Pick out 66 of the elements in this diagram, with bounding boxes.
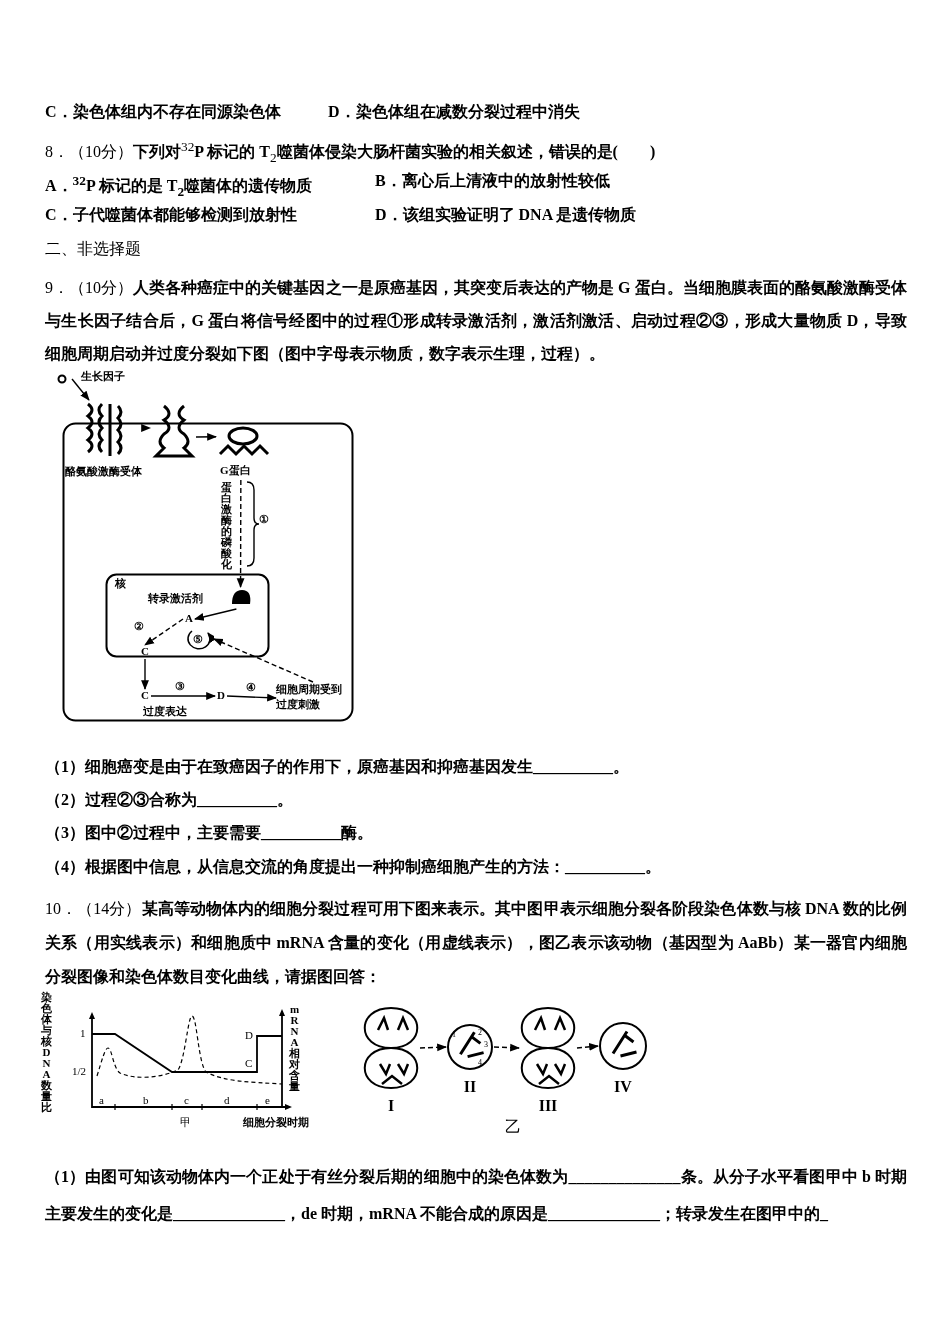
node-caption: 过度表达	[143, 705, 187, 718]
edge-label: ④	[245, 681, 256, 694]
answer-option: D．该组实验证明了 DNA 是遗传物质	[375, 205, 637, 225]
node-label: G蛋白	[220, 464, 251, 477]
arrow	[141, 424, 151, 432]
tick-label: 1/2	[72, 1065, 87, 1078]
roman-numeral: II	[462, 1077, 478, 1097]
chromosome-number: 4	[478, 1058, 482, 1067]
axis-label: 细胞分裂时期	[243, 1116, 309, 1129]
node-label: ⑤	[193, 633, 203, 646]
arrow	[195, 433, 217, 441]
period-label: c	[184, 1094, 189, 1107]
question-text: 10．（14分）某高等动物体内的细胞分裂过程可用下图来表示。其中图甲表示细胞分裂各阶段染色体数与核 DNA 数的比例关系（用实线表示）和细胞质中 mRNA 含量的变化（用虚线表示），图乙表示该动物（基因型为 AaBb）某一器官内细胞分裂图像和染色体数目变化曲线，请据图回答：	[45, 899, 907, 987]
arrow	[576, 1042, 599, 1051]
node-label: D	[215, 689, 227, 703]
question-text: （1）细胞癌变是由于在致癌因子的作用下，原癌基因和抑癌基因发生__________。	[45, 757, 629, 777]
answer-option: A．$^{32}$P 标记的是 T$_{2}$噬菌体的遗传物质	[45, 171, 313, 202]
chromosome-number: 2	[478, 1028, 482, 1037]
question-text: 9．（10分）人类各种癌症中的关键基因之一是原癌基因，其突变后表达的产物是 G 蛋白。当细胞膜表面的酪氨酸激酶受体与生长因子结合后，G 蛋白将信号经图中的过程①形成转录激活剂，激活剂激活、启动过程②③，形成大量物质 D，导致细胞周期启动并过度分裂如下图（图中字母表示物质，数字表示生理，过程）。	[45, 278, 907, 364]
arrow	[236, 479, 245, 588]
node-label: C	[139, 689, 151, 703]
node-label: A	[183, 612, 195, 626]
period-label: b	[143, 1094, 149, 1107]
arrow	[226, 693, 277, 702]
node-label: C	[139, 645, 151, 659]
answer-option: C．染色体组内不存在同源染色体	[45, 102, 281, 122]
figure-caption: 甲	[180, 1116, 191, 1129]
period-label: a	[99, 1094, 104, 1107]
arrow	[150, 692, 216, 700]
roman-numeral: IV	[613, 1077, 633, 1097]
roman-numeral: I	[386, 1096, 396, 1116]
period-label: d	[224, 1094, 230, 1107]
question-text: （4）根据图中信息，从信息交流的角度提出一种抑制癌细胞产生的方法：__________。	[45, 857, 661, 877]
nucleus-label: 核	[115, 577, 126, 590]
edge-label: ③	[175, 680, 185, 693]
period-label: e	[265, 1094, 270, 1107]
arrow	[141, 658, 149, 690]
question-text: （3）图中②过程中，主要需要__________酶。	[45, 823, 373, 843]
answer-option: C．子代噬菌体都能够检测到放射性	[45, 205, 297, 225]
arrow	[144, 618, 184, 646]
node-label: 转录激活剂	[148, 592, 203, 605]
question-text: （1）由图可知该动物体内一个正处于有丝分裂后期的细胞中的染色体数为______________条。从分子水平看图甲中 b 时期主要发生的变化是______________，de 时期，mRNA 不能合成的原因是______________；转录发生在图甲中的_	[45, 1167, 907, 1224]
axis-label: mRNA相对含量	[288, 1004, 301, 1092]
roman-numeral: III	[537, 1096, 559, 1116]
arrow	[71, 378, 90, 401]
question-text: （2）过程②③合称为__________。	[45, 790, 293, 810]
chromosome-number: 3	[484, 1040, 488, 1049]
axis-label: 染色体与核DNA数量比	[40, 992, 53, 1113]
arrow	[194, 608, 238, 621]
answer-option: B．离心后上清液中的放射性较低	[375, 171, 610, 191]
edge-label: ②	[134, 620, 144, 633]
arrow	[419, 1043, 447, 1052]
section-heading: 二、非选择题	[45, 239, 141, 259]
edge-label: 蛋白激酶的磷酸化	[220, 482, 233, 570]
process-label: 细胞周期受到过度刺激	[276, 682, 350, 714]
step-number: ①	[259, 513, 269, 526]
figure-caption: 乙	[505, 1117, 521, 1137]
tick-label: 1	[80, 1027, 86, 1040]
node-label: 生长因子	[72, 370, 134, 388]
answer-option: D．染色体组在减数分裂过程中消失	[328, 102, 580, 122]
receptor-label: 酪氨酸激酶受体	[65, 465, 142, 478]
curve-label: D	[245, 1029, 253, 1042]
question-text: 8．（10分）下列对$^{32}$P 标记的 T$_{2}$噬菌体侵染大肠杆菌实验的相关叙述，错误的是( )	[45, 138, 656, 167]
arrow	[213, 638, 314, 683]
arrow	[493, 1043, 520, 1052]
curve-label: C	[245, 1057, 253, 1070]
